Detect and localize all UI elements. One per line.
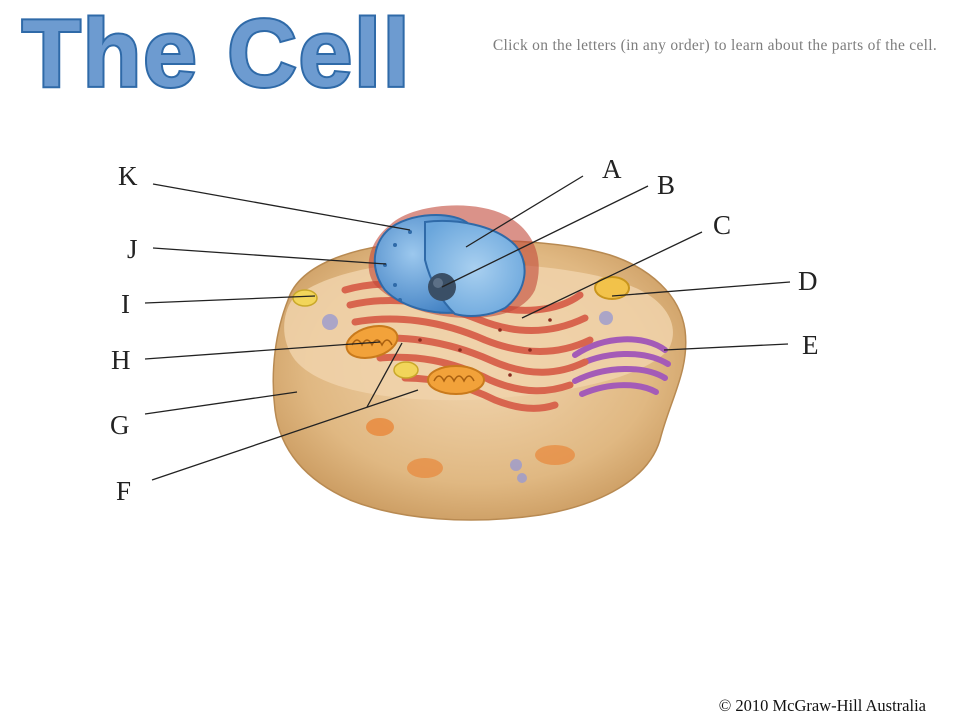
leader-line-k xyxy=(152,183,411,231)
label-k[interactable]: K xyxy=(118,161,138,191)
leader-line-i xyxy=(144,295,316,304)
label-d[interactable]: D xyxy=(798,266,818,296)
page-title: The Cell xyxy=(18,0,448,100)
label-f[interactable]: F xyxy=(116,476,132,506)
leader-lines xyxy=(144,175,791,481)
leader-line-h xyxy=(144,341,381,360)
copyright-text: © 2010 McGraw-Hill Australia xyxy=(718,696,926,715)
label-e[interactable]: E xyxy=(802,330,819,360)
leader-line-g2 xyxy=(366,342,403,408)
leader-line-b xyxy=(441,185,649,288)
label-h[interactable]: H xyxy=(111,345,131,375)
label-c[interactable]: C xyxy=(713,210,732,240)
label-g[interactable]: G xyxy=(110,410,130,440)
page-title-text: The Cell xyxy=(22,0,411,100)
vesicles xyxy=(292,256,613,483)
leader-line-f xyxy=(151,389,419,481)
label-a[interactable]: A xyxy=(602,154,622,184)
leader-line-a xyxy=(465,175,584,248)
leader-line-e xyxy=(663,343,789,351)
label-j[interactable]: J xyxy=(127,234,138,264)
leader-line-g xyxy=(144,391,298,415)
instructions-text: Click on the letters (in any order) to l… xyxy=(492,37,938,54)
leader-line-c xyxy=(521,231,703,319)
label-b[interactable]: B xyxy=(657,170,676,200)
leader-line-d xyxy=(611,281,791,297)
label-i[interactable]: I xyxy=(121,289,130,319)
nucleus xyxy=(368,205,539,318)
leader-line-j xyxy=(152,247,387,265)
